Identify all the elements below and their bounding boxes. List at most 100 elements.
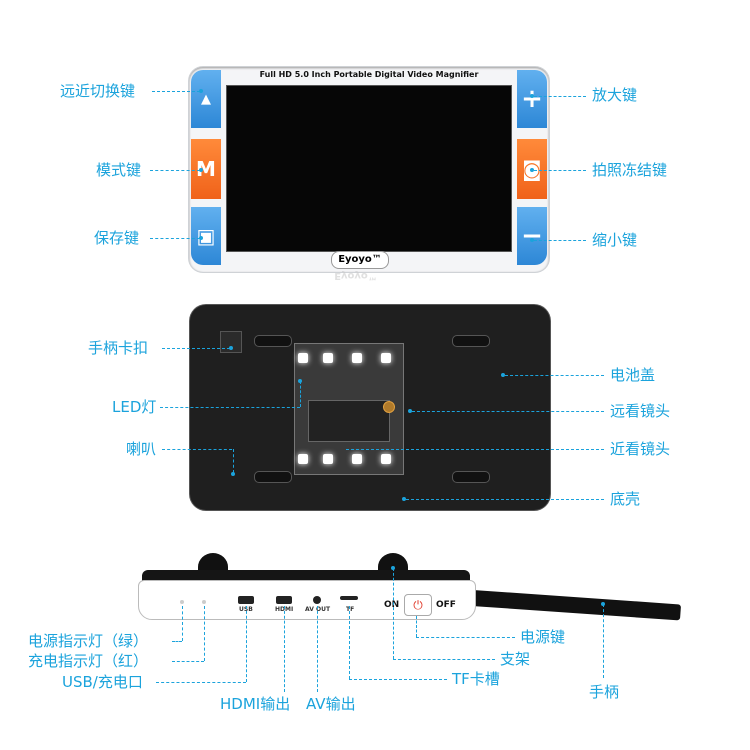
save-icon: ▣ — [196, 224, 216, 248]
leader-dot — [402, 497, 406, 501]
leader-dot — [199, 236, 203, 240]
rubber-foot — [452, 335, 490, 347]
av-out-port[interactable] — [313, 596, 321, 604]
minus-icon: − — [521, 221, 543, 251]
led-light — [381, 454, 391, 464]
front-model-text: Full HD 5.0 Inch Portable Digital Video … — [259, 70, 479, 79]
handle[interactable] — [472, 590, 682, 621]
label-power-indicator: 电源指示灯（绿） — [28, 632, 149, 650]
mode-key[interactable]: M — [191, 139, 221, 199]
leader-line — [412, 411, 604, 412]
label-charge-indicator: 充电指示灯（红） — [28, 652, 149, 670]
leader-line — [534, 170, 586, 171]
leader-dot — [231, 472, 235, 476]
hdmi-port[interactable] — [276, 596, 292, 604]
leader-line — [534, 240, 586, 241]
rubber-foot — [452, 471, 490, 483]
leader-line — [284, 606, 285, 692]
leader-dot — [530, 238, 534, 242]
handle-clip[interactable] — [220, 331, 242, 353]
leader-line — [182, 606, 183, 641]
save-key[interactable]: ▣ — [191, 207, 221, 265]
leader-line — [505, 375, 604, 376]
leader-dot — [199, 168, 203, 172]
leader-dot — [229, 346, 233, 350]
led-light — [381, 353, 391, 363]
label-av-out: AV输出 — [306, 695, 356, 713]
label-freeze-key: 拍照冻结键 — [592, 161, 668, 179]
plus-icon: + — [521, 84, 543, 114]
zoom-in-key[interactable]: + — [517, 70, 547, 128]
led-light — [298, 454, 308, 464]
led-light — [298, 353, 308, 363]
leader-line — [534, 96, 586, 97]
leader-line — [406, 499, 604, 500]
label-usb-charge: USB/充电口 — [62, 673, 143, 691]
label-handle: 手柄 — [589, 683, 620, 701]
label-led-light: LED灯 — [112, 398, 157, 416]
tf-card-slot[interactable] — [340, 596, 358, 600]
label-zoom-in-key: 放大键 — [592, 86, 638, 104]
leader-line — [150, 238, 200, 239]
tf-slot-label: TF — [346, 606, 355, 613]
leader-line — [603, 604, 604, 678]
label-bottom-shell: 底壳 — [610, 490, 641, 508]
led-light — [352, 353, 362, 363]
zoom-out-key[interactable]: − — [517, 207, 547, 265]
leader-dot — [408, 409, 412, 413]
magnifier-front-view: Full HD 5.0 Inch Portable Digital Video … — [189, 67, 549, 272]
leader-dot — [391, 566, 395, 570]
label-battery-cover: 电池盖 — [610, 366, 656, 384]
leader-line — [300, 381, 301, 407]
led-light — [352, 454, 362, 464]
usb-port[interactable] — [238, 596, 254, 604]
triangle-icon: ▲ — [201, 91, 211, 107]
far-near-switch-key[interactable]: ▲ — [191, 70, 221, 128]
leader-dot — [199, 89, 203, 93]
rubber-foot — [254, 471, 292, 483]
lcd-screen — [226, 85, 512, 252]
leader-line — [172, 641, 182, 642]
leader-line — [152, 91, 200, 92]
leader-line — [204, 606, 205, 661]
leader-line — [393, 568, 394, 659]
leader-line — [172, 661, 204, 662]
label-tf-slot: TF卡槽 — [452, 670, 500, 688]
label-far-near-key: 远近切换键 — [60, 82, 136, 100]
led-light — [323, 454, 333, 464]
magnifier-back-view — [190, 305, 550, 510]
usb-port-label: USB — [239, 606, 253, 613]
rubber-foot — [254, 335, 292, 347]
leader-line — [162, 449, 232, 450]
leader-line — [349, 679, 447, 680]
on-label: ON — [384, 600, 400, 610]
label-handle-clip: 手柄卡扣 — [88, 339, 149, 357]
brand-badge: Eyoyo™ — [331, 251, 389, 269]
label-stand: 支架 — [500, 650, 531, 668]
led-light — [323, 353, 333, 363]
power-indicator-led — [180, 600, 184, 604]
leader-line — [393, 659, 495, 660]
leader-dot — [530, 94, 534, 98]
charge-indicator-led — [202, 600, 206, 604]
power-icon: ⏻ — [413, 598, 423, 612]
label-speaker: 喇叭 — [126, 440, 157, 458]
leader-line — [317, 606, 318, 692]
leader-line — [233, 449, 234, 473]
leader-line — [246, 606, 247, 682]
label-near-lens: 近看镜头 — [610, 440, 671, 458]
leader-line — [416, 637, 515, 638]
power-button[interactable]: ⏻ — [404, 594, 432, 616]
leader-line — [156, 682, 246, 683]
leader-line — [349, 606, 350, 679]
label-hdmi-out: HDMI输出 — [220, 695, 291, 713]
label-save-key: 保存键 — [94, 229, 140, 247]
leader-line — [162, 348, 230, 349]
near-view-lens — [308, 400, 390, 442]
label-power-key: 电源键 — [520, 628, 566, 646]
off-label: OFF — [436, 600, 456, 610]
leader-dot — [298, 379, 302, 383]
far-view-lens — [383, 401, 395, 413]
label-mode-key: 模式键 — [96, 161, 142, 179]
leader-line — [416, 616, 417, 637]
